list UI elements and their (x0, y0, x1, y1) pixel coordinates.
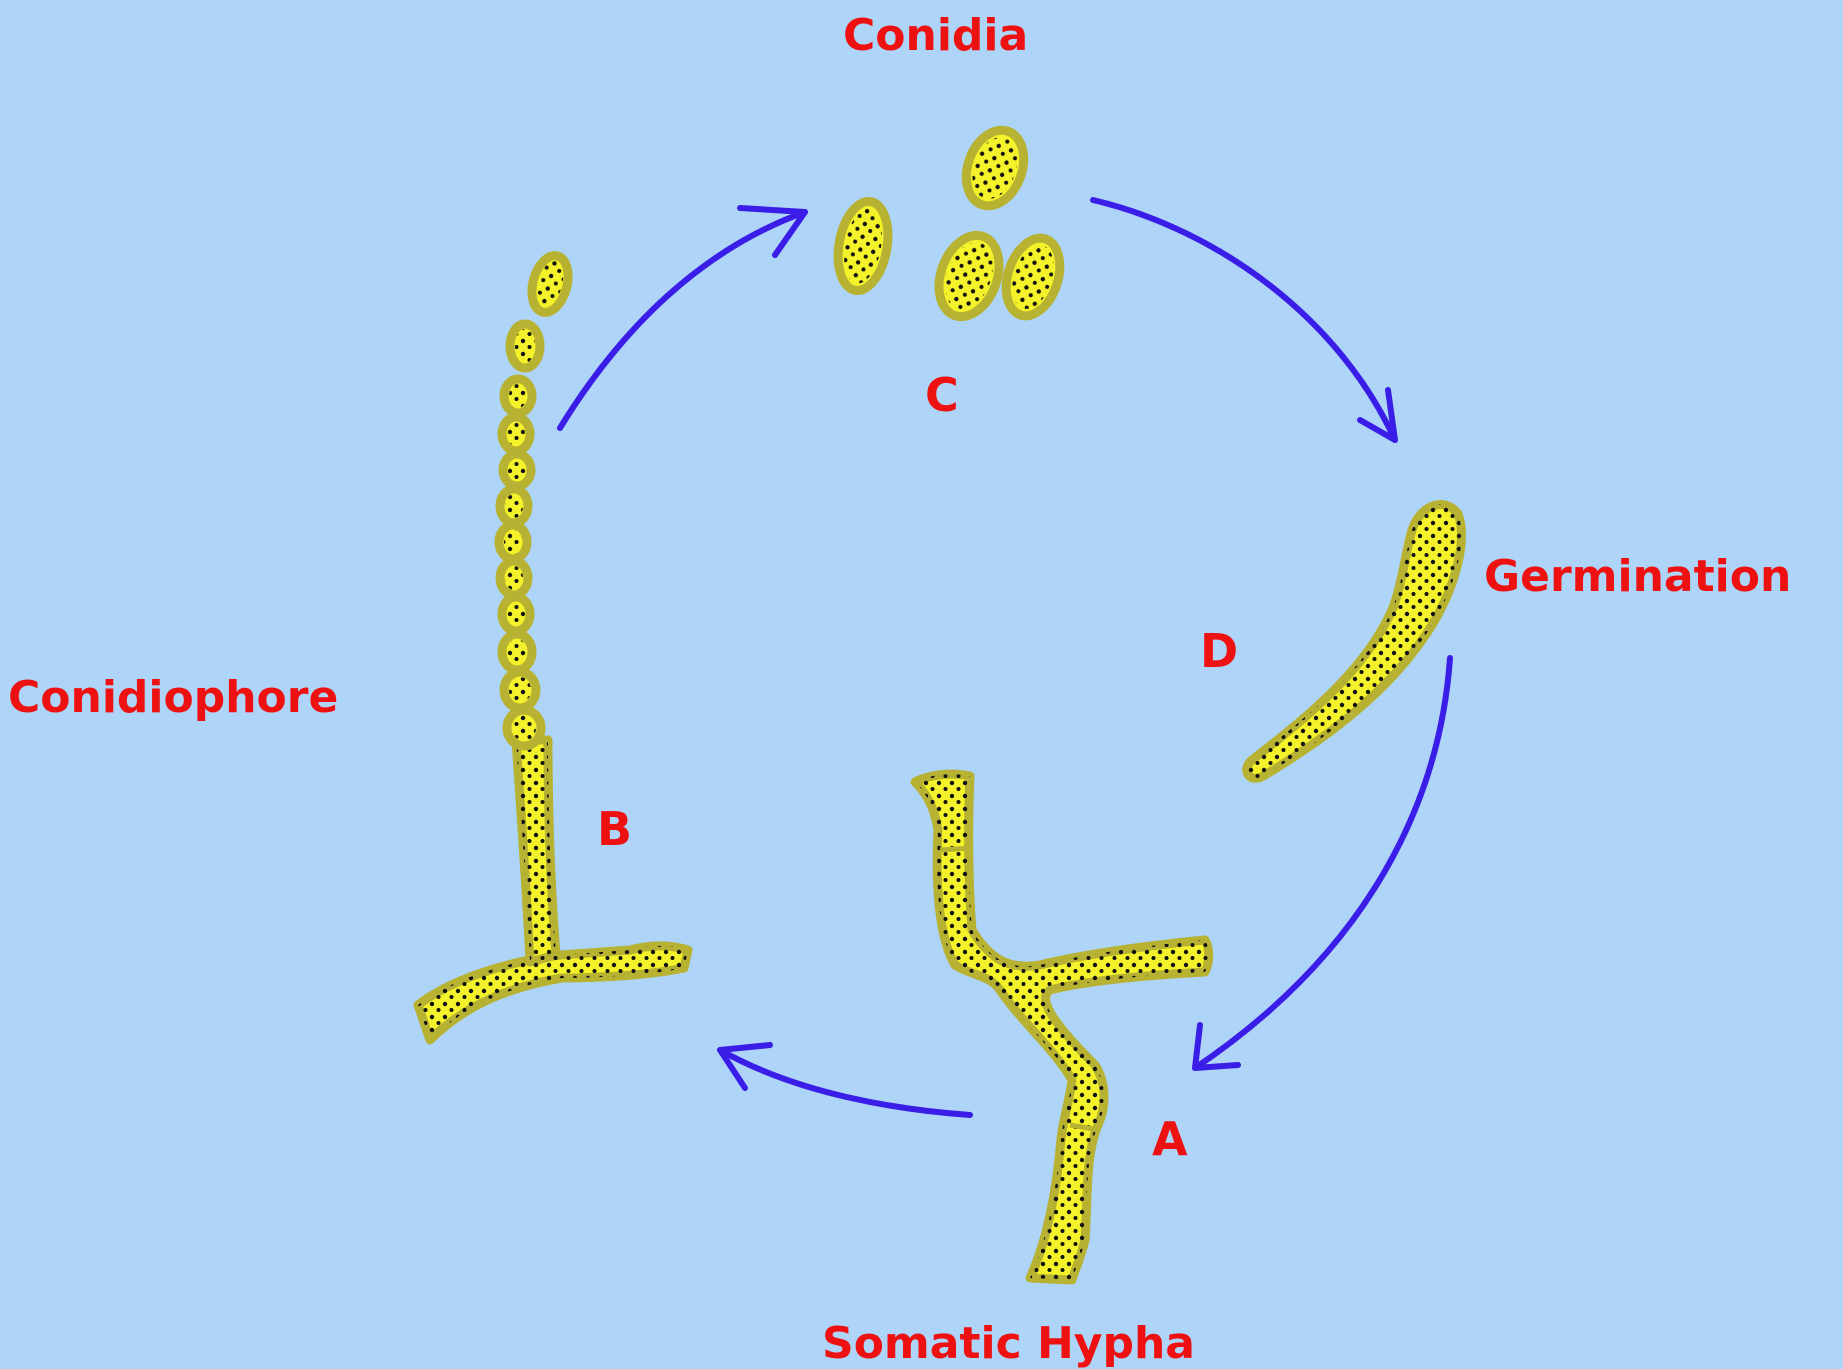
arrow-conidia-to-germination (1093, 200, 1395, 440)
label-conidiophore: Conidiophore (8, 676, 338, 720)
conidiophore-structure (418, 252, 688, 1040)
letter-d: D (1200, 628, 1238, 674)
arrow-hypha-to-conidiophore (720, 1045, 970, 1115)
letter-c: C (925, 372, 959, 418)
label-somatic-hypha: Somatic Hypha (822, 1322, 1195, 1366)
somatic-hypha (915, 774, 1209, 1280)
arrow-conidiophore-to-conidia (560, 208, 805, 428)
label-germination: Germination (1484, 555, 1791, 599)
label-conidia: Conidia (843, 14, 1028, 58)
conidia-cluster (832, 122, 1070, 325)
conidia-chain (499, 252, 574, 746)
letter-a: A (1152, 1116, 1188, 1162)
letter-b: B (597, 806, 632, 852)
germinating-conidium (1247, 505, 1462, 779)
